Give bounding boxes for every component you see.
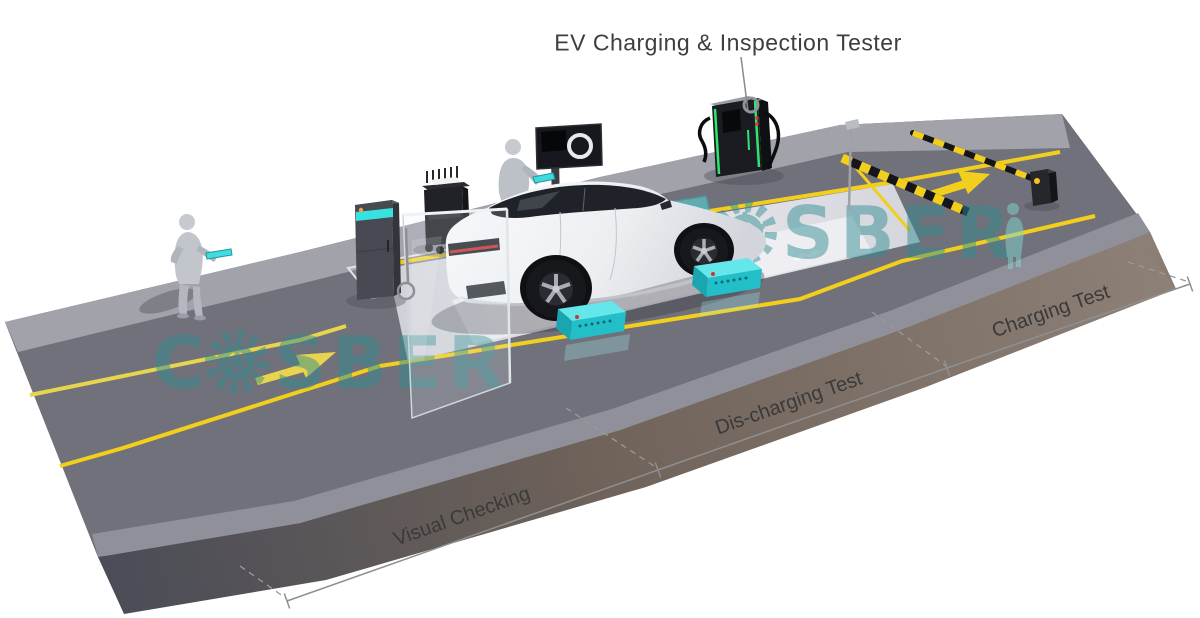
camera-lens-icon [567,133,593,159]
roller-bench-rear [556,301,630,361]
rear-wheel [526,260,586,318]
light-mast [845,119,860,211]
car-side-shade [458,267,731,307]
ghost-figure [1005,203,1024,269]
tablet [532,172,556,184]
speed-bump [840,153,970,217]
car [431,181,767,335]
control-cabinet [346,200,406,309]
side-mirror [660,200,672,210]
page-title: EV Charging & Inspection Tester [554,29,902,56]
car-glass-canopy [489,184,666,218]
watermark-prefix: C [152,321,211,405]
extension-lines [239,261,1190,600]
glass-highlight [517,191,560,211]
charging-cable [763,110,781,170]
watermark-suffix: SBER [782,191,1017,275]
front-wheel [680,228,728,274]
ev-charger [697,96,784,185]
dimension-lines [239,261,1194,609]
charger-ring-icon [742,96,760,114]
charging-cable [697,116,711,163]
leader-line [740,56,749,112]
near-curb [92,213,1150,557]
roller-bench-front [692,258,762,316]
barrier-lamp [1034,178,1040,184]
watermark-left: C SBER [152,321,509,405]
far-curb [5,114,1070,352]
barrier-boom [910,130,1037,182]
tablet [205,248,233,260]
wand-stand [396,227,416,301]
watermark-suffix: SBER [274,321,509,405]
rear-diffuser [466,281,506,299]
lane-line-left [29,324,347,397]
barrier-gate [910,130,1060,211]
lane-arrow-exit [930,171,990,198]
lane-arrow-left [255,352,336,385]
glass-screen [402,207,512,420]
slab-front-face [98,232,1176,614]
technician-figure-left [139,214,233,321]
